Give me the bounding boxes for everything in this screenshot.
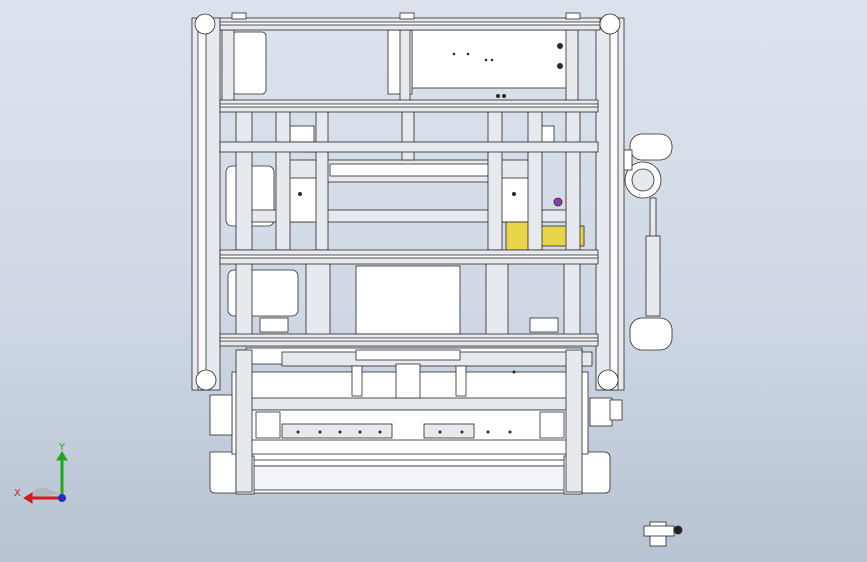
triad-plane [28, 487, 60, 498]
y-axis-label: Y [58, 442, 66, 453]
x-axis-arrow [23, 492, 62, 504]
y-axis-arrow [56, 451, 68, 498]
base-frame [209, 347, 623, 495]
frame-rails [219, 17, 601, 347]
detached-bracket [643, 521, 683, 547]
fastener-holes [296, 43, 563, 434]
side-actuator [623, 133, 673, 351]
coordinate-triad: X Y [14, 442, 68, 504]
corner-connectors [194, 12, 621, 391]
x-axis-label: X [14, 488, 21, 499]
z-axis-dot [58, 494, 66, 502]
